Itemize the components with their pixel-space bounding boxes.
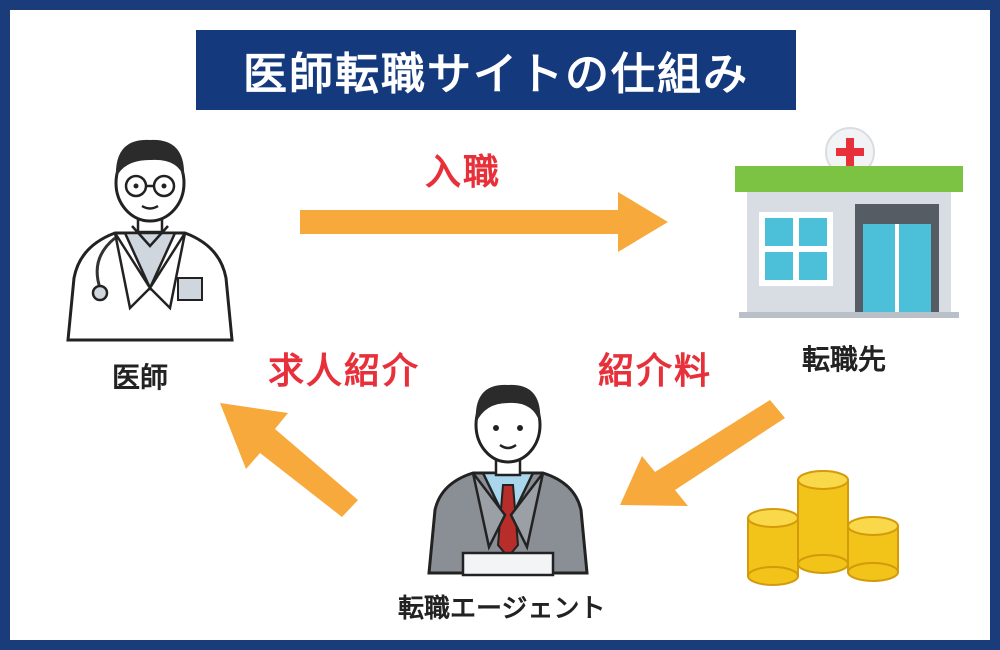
diagram-title: 医師転職サイトの仕組み (243, 49, 749, 100)
title-banner: 医師転職サイトの仕組み (196, 30, 796, 110)
agent-icon (427, 384, 589, 577)
job-introduction-arrow (220, 403, 358, 517)
hospital-icon (735, 127, 963, 318)
hospital-label: 転職先 (802, 343, 887, 376)
coins-icon (747, 470, 899, 586)
job-introduction-label: 求人紹介 (268, 351, 421, 392)
placement-arrow (300, 192, 668, 252)
doctor-icon (66, 139, 234, 342)
doctor-label: 医師 (112, 361, 169, 394)
placement-label: 入職 (425, 152, 502, 193)
referral-fee-label: 紹介料 (598, 351, 713, 392)
referral-fee-arrow (620, 400, 785, 506)
agent-label: 転職エージェント (398, 594, 606, 624)
